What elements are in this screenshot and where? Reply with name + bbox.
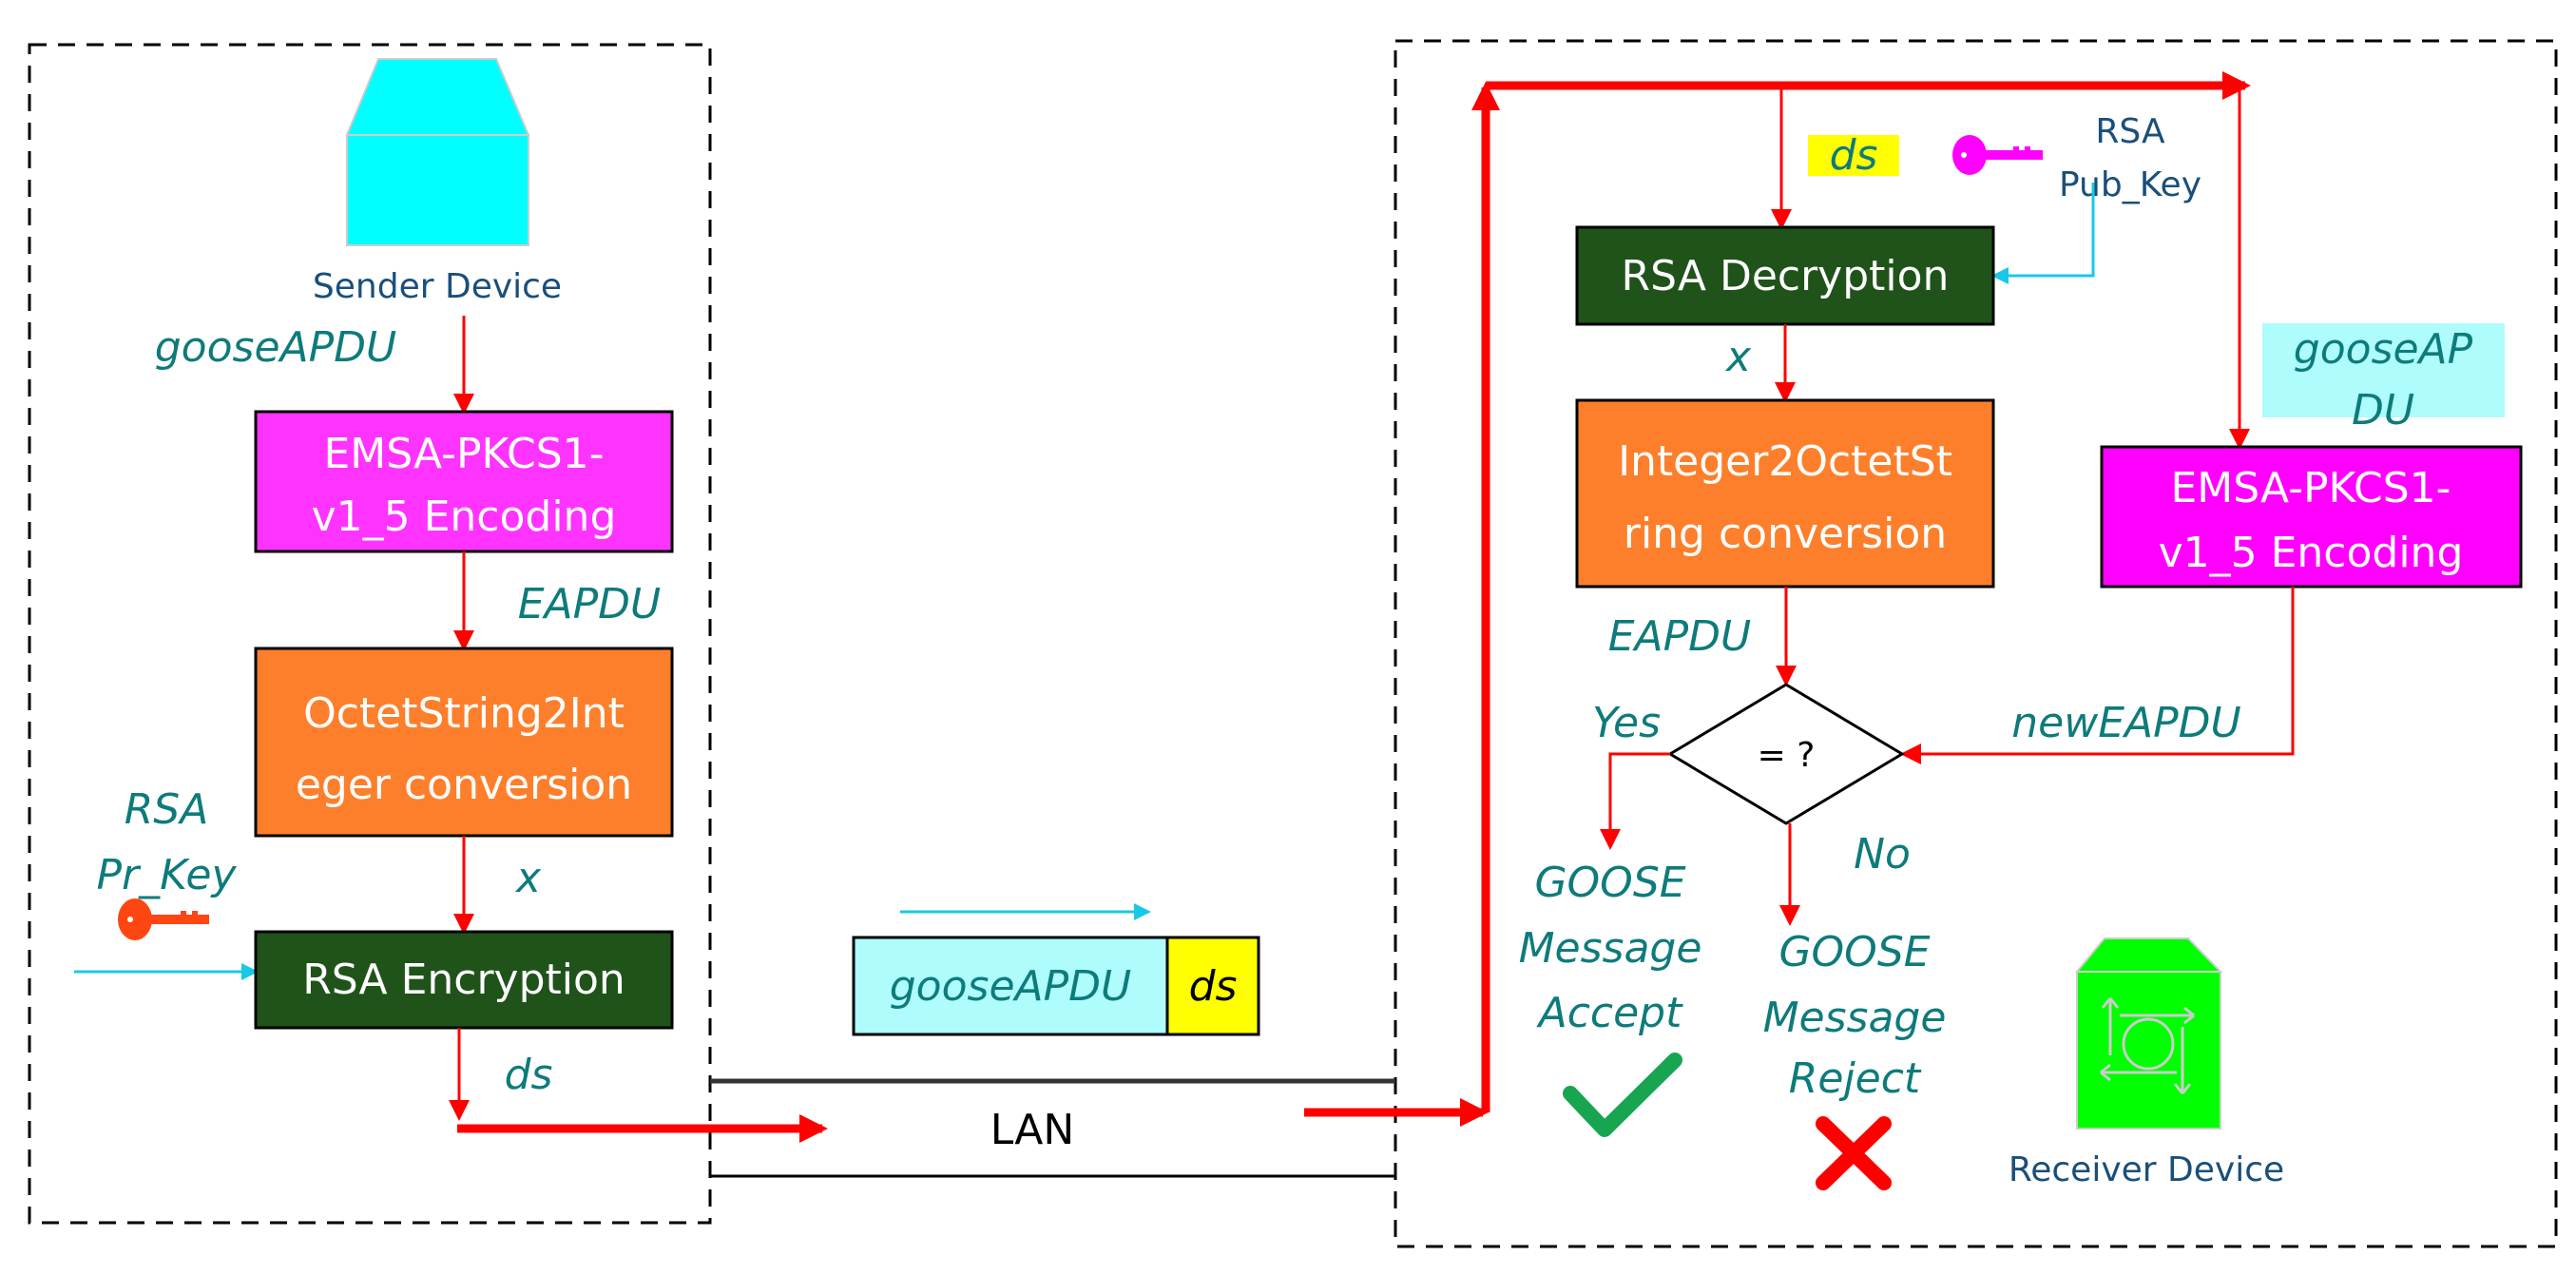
goose-highlight [2262,323,2505,417]
goose-packet: gooseAPDU ds [852,936,1260,1036]
public-key-icon [1952,135,2043,175]
sender-conversion-box: OctetString2Int eger conversion [254,647,674,838]
accept-label-line-2: Message [1519,924,1702,973]
receiver-conversion-line-1: Integer2OctetSt [1618,437,1952,486]
receiver-eapdu-label: EAPDU [1608,612,1752,661]
sender-device-icon [345,58,530,246]
receiver-goose-label-line-2: DU [2352,386,2414,435]
receiver-device-icon [2074,937,2223,1130]
receiver-conversion-box: Integer2OctetSt ring conversion [1575,398,1995,589]
accept-label-line-3: Accept [1536,989,1683,1037]
receiver-x-label: x [1724,333,1752,381]
private-key-icon [118,898,209,940]
lan-label: LAN [990,1106,1075,1154]
rsa-decryption-label: RSA Decryption [1622,252,1950,300]
receiver-key-label-line-2: Pub_Key [2059,165,2201,204]
sender-key-label-line-1: RSA [125,785,209,834]
accept-label-line-1: GOOSE [1534,859,1685,907]
rsa-encryption-box: RSA Encryption [254,930,674,1030]
lan-bus [710,1078,1395,1178]
receiver-encoding-box: EMSA-PKCS1- v1_5 Encoding [2100,445,2523,589]
reject-label-line-3: Reject [1789,1054,1922,1103]
packet-signature-label: ds [1189,962,1238,1011]
receiver-encoding-line-2: v1_5 Encoding [2159,529,2464,577]
sender-x-label: x [514,854,542,902]
yes-branch-arrow [1600,752,1670,850]
public-key-arrow [1991,183,2095,284]
sender-input-label: gooseAPDU [155,323,396,372]
sender-conversion-line-1: OctetString2Int [303,689,625,738]
receiver-goose-label-line-1: gooseAP [2294,325,2473,374]
reject-label-line-1: GOOSE [1778,928,1930,976]
compare-diamond: = ? [1667,683,1905,825]
accept-check-icon [1563,1053,1682,1137]
new-eapdu-label: newEAPDU [2011,699,2240,747]
yes-label: Yes [1592,699,1661,747]
receiver-container [1394,39,2558,1248]
packet-payload-label: gooseAPDU [890,962,1131,1011]
no-label: No [1854,830,1911,879]
sender-encoding-box: EMSA-PKCS1- v1_5 Encoding [254,410,674,553]
ds-highlight [1808,135,1899,176]
sender-container [28,43,712,1225]
sender-eapdu-label: EAPDU [518,580,662,628]
rsa-encryption-label: RSA Encryption [302,956,625,1004]
sender-key-label-line-2: Pr_Key [96,851,237,899]
receiver-encoding-line-1: EMSA-PKCS1- [2170,464,2451,512]
new-eapdu-arrow [1900,587,2295,764]
receiver-conversion-line-2: ring conversion [1624,510,1947,558]
sender-encoding-line-2: v1_5 Encoding [312,493,617,541]
receiver-ds-label: ds [1830,131,1878,180]
reject-label-line-2: Message [1763,994,1947,1042]
sender-conversion-line-2: eger conversion [296,761,632,809]
reject-x-icon [1816,1116,1892,1190]
rsa-decryption-box: RSA Decryption [1575,225,1995,326]
sender-ds-label: ds [505,1051,553,1099]
compare-label: = ? [1758,736,1816,775]
sender-device-label: Sender Device [313,267,562,306]
receiver-key-label-line-1: RSA [2095,112,2165,151]
receiver-device-label: Receiver Device [2009,1150,2284,1189]
sender-encoding-line-1: EMSA-PKCS1- [323,430,604,478]
